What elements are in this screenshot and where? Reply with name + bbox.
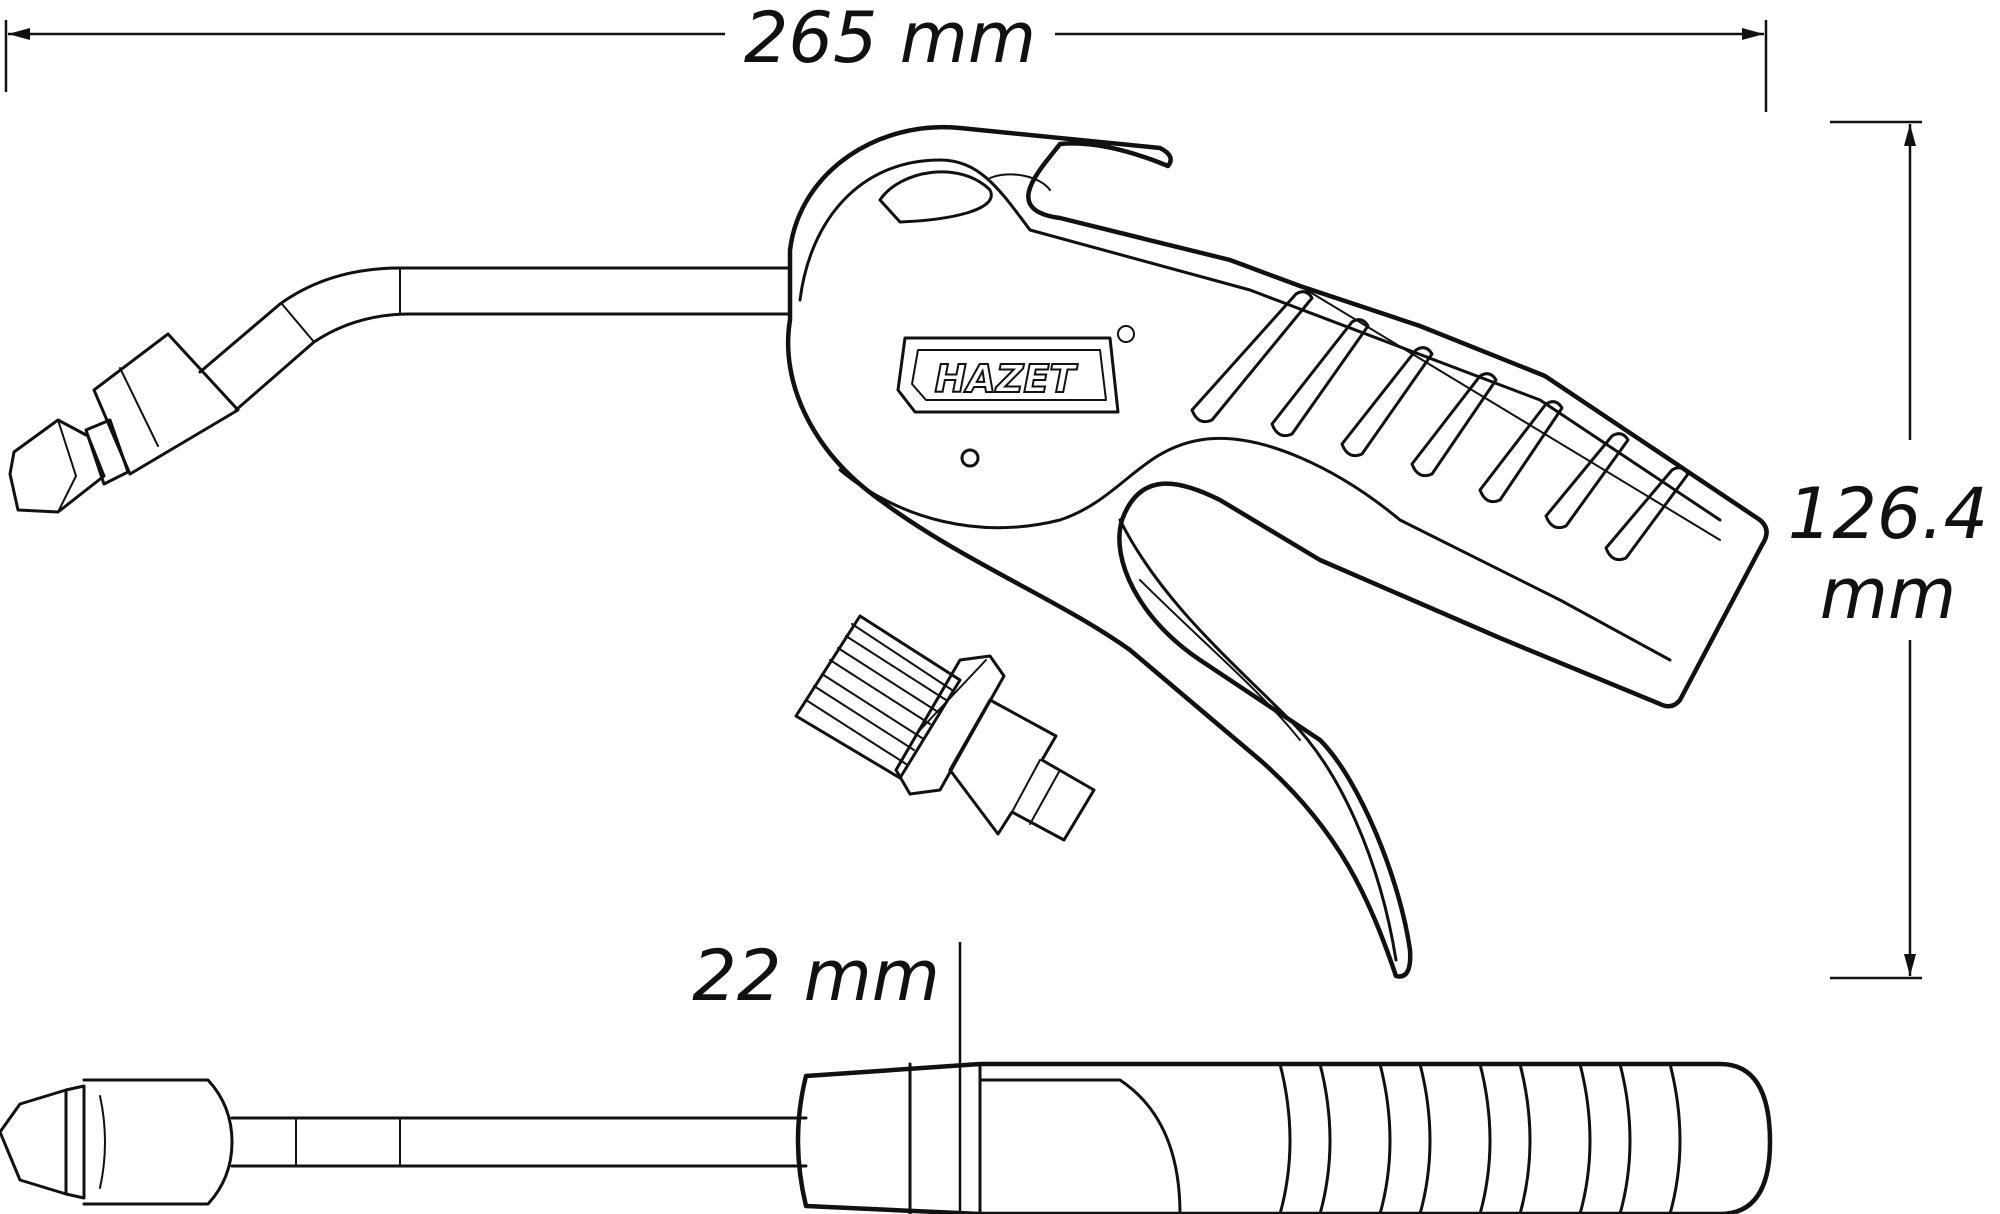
gun-body (785, 124, 1769, 979)
blow-gun-top-view (0, 1061, 1773, 1214)
top-air-tube (230, 1116, 808, 1168)
blow-gun-side-view: HAZET (8, 124, 1769, 979)
length-label: 265 mm (744, 0, 1036, 79)
screw-hole-bottom (960, 448, 980, 468)
logo-text: HAZET (935, 357, 1079, 401)
air-tube (198, 266, 792, 374)
height-unit-label: mm (1820, 553, 1956, 635)
height-dimension: 126.4 mm (1788, 120, 1988, 980)
nozzle-tip (8, 418, 106, 514)
width-dimension: 22 mm (692, 935, 962, 1214)
top-handle (795, 1061, 1773, 1214)
trigger (1118, 518, 1398, 962)
nozzle-coupling (92, 332, 240, 476)
width-label: 22 mm (692, 935, 940, 1017)
top-grip-ribs (1278, 1062, 1682, 1214)
screw-hole-top (1117, 325, 1135, 343)
length-dimension: 265 mm (4, 0, 1768, 112)
top-nozzle-tip (0, 1088, 68, 1196)
lever-slot (878, 170, 993, 224)
top-nozzle-coupling (82, 1078, 234, 1206)
hazet-logo: HAZET (896, 336, 1120, 414)
plug-connector (794, 614, 1096, 842)
height-value-label: 126.4 (1788, 473, 1988, 555)
grip-ribs (1190, 285, 1721, 562)
